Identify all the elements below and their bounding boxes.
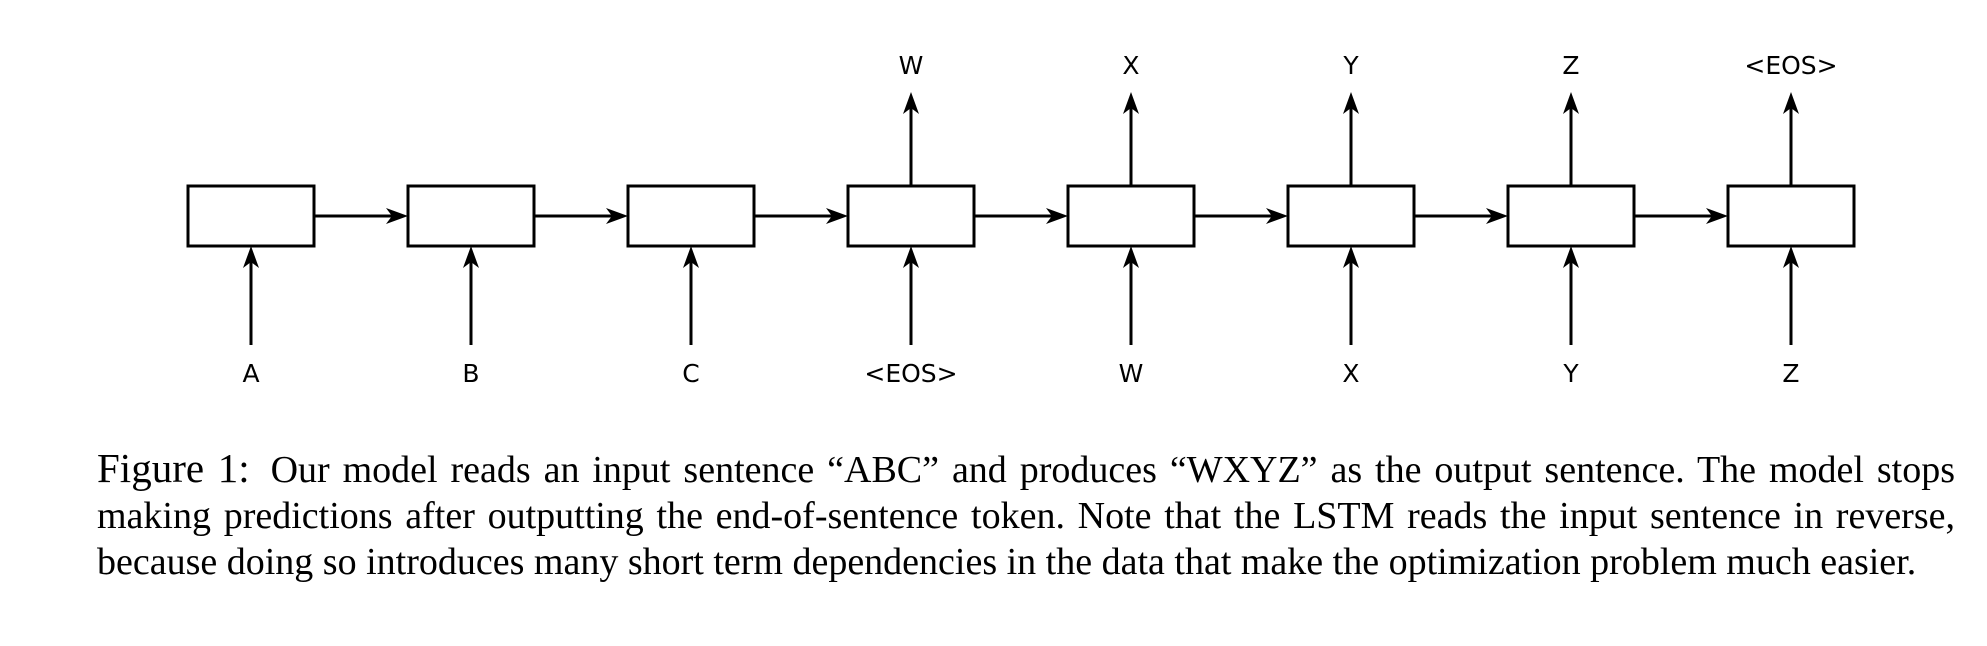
lstm-cell-5 <box>1066 184 1196 248</box>
output-arrowhead <box>1343 92 1359 114</box>
input-arrowhead <box>243 246 259 268</box>
input-token-label: Z <box>1782 359 1799 388</box>
output-arrowhead <box>1783 92 1799 114</box>
input-arrowhead <box>1563 246 1579 268</box>
lstm-cell-2 <box>406 184 536 248</box>
input-token-label: C <box>682 359 699 388</box>
output-arrowhead <box>903 92 919 114</box>
input-token-label: Y <box>1562 359 1579 388</box>
input-arrowhead <box>683 246 699 268</box>
input-token-label: X <box>1342 359 1359 388</box>
lstm-cell-1 <box>186 184 316 248</box>
output-token-label: X <box>1122 51 1139 80</box>
output-token-label: <EOS> <box>1744 51 1837 80</box>
lstm-cell-7 <box>1506 184 1636 248</box>
figure-label: Figure 1: <box>97 445 250 491</box>
recurrent-arrowhead <box>826 208 848 224</box>
lstm-cell-6 <box>1286 184 1416 248</box>
output-token-label: W <box>899 51 924 80</box>
caption-text: Our model reads an input sentence “ABC” … <box>97 449 1956 583</box>
recurrent-arrowhead <box>1046 208 1068 224</box>
input-token-label: A <box>242 359 259 388</box>
lstm-cell-8 <box>1726 184 1856 248</box>
input-token-label: B <box>462 359 479 388</box>
input-token-label: <EOS> <box>864 359 957 388</box>
input-token-label: W <box>1119 359 1144 388</box>
recurrent-arrowhead <box>606 208 628 224</box>
input-arrowhead <box>1123 246 1139 268</box>
figure-caption: Figure 1: Our model reads an input sente… <box>97 445 1955 585</box>
recurrent-arrowhead <box>386 208 408 224</box>
output-token-label: Y <box>1342 51 1359 80</box>
lstm-cell-4 <box>846 184 976 248</box>
input-arrowhead <box>903 246 919 268</box>
input-arrowhead <box>1783 246 1799 268</box>
output-token-label: Z <box>1562 51 1579 80</box>
output-arrowhead <box>1123 92 1139 114</box>
recurrent-arrowhead <box>1486 208 1508 224</box>
lstm-cell-3 <box>626 184 756 248</box>
input-arrowhead <box>463 246 479 268</box>
lstm-sequence-diagram: A B C <EOS> W W X X Y Y Z Z <EOS> <box>186 51 1856 388</box>
recurrent-arrowhead <box>1706 208 1728 224</box>
recurrent-arrowhead <box>1266 208 1288 224</box>
input-arrowhead <box>1343 246 1359 268</box>
output-arrowhead <box>1563 92 1579 114</box>
